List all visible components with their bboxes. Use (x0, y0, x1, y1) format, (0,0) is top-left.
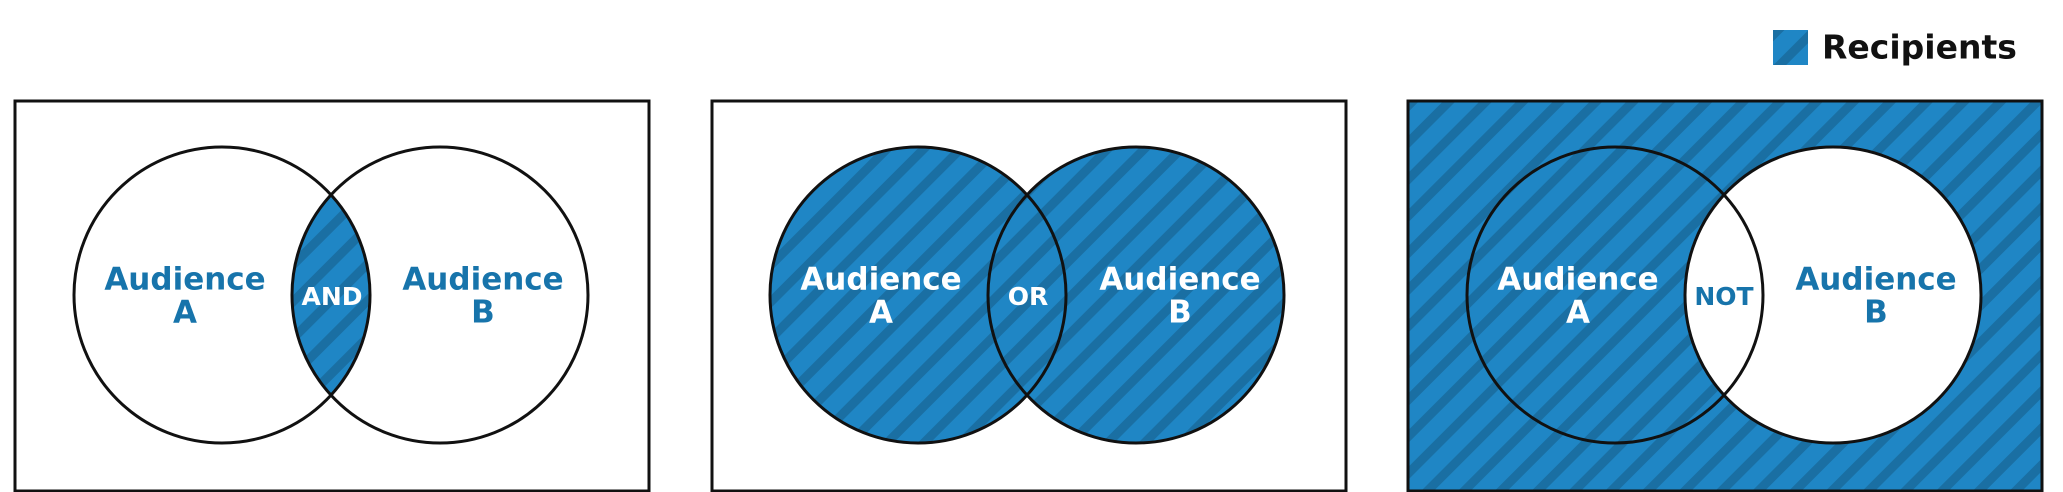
panel-and: Audience A AND Audience B (13, 99, 651, 492)
panel-frame (1406, 99, 2044, 492)
panel-frame (13, 99, 651, 492)
audience-b-label-line2: B (1168, 295, 1192, 331)
legend-label: Recipients (1822, 28, 2017, 67)
excluded-fill-b (1685, 147, 1981, 443)
panel-frame (710, 99, 1348, 492)
audience-b-label-line1: Audience (402, 262, 563, 298)
audience-a-label-line1: Audience (800, 262, 961, 298)
audience-b-label-line2: B (471, 295, 495, 331)
audience-b-label-line1: Audience (1099, 262, 1260, 298)
audience-a-label-line2: A (869, 295, 893, 331)
circle-audience-b (986, 145, 1286, 445)
circle-audience-a (72, 145, 372, 445)
audience-a-label-line2: A (173, 295, 197, 331)
circle-audience-a (1465, 145, 1765, 445)
union-fill-a (770, 147, 1066, 443)
panel-not: Audience A NOT Audience B (1406, 99, 2044, 492)
audience-a-label-line1: Audience (1497, 262, 1658, 298)
circle-audience-b (1683, 145, 1983, 445)
circle-audience-b (290, 145, 590, 445)
circle-audience-a (768, 145, 1068, 445)
audience-b-label-line1: Audience (1795, 262, 1956, 298)
audience-b-label-line2: B (1864, 295, 1888, 331)
union-fill-b (988, 147, 1284, 443)
hatched-swatch-icon (1773, 30, 1808, 65)
audience-a-label-line2: A (1566, 295, 1590, 331)
legend: Recipients (1773, 28, 2017, 67)
audience-a-label-line1: Audience (104, 262, 265, 298)
operator-label: AND (301, 282, 362, 311)
operator-label: NOT (1694, 282, 1753, 311)
operator-label: OR (1008, 282, 1049, 311)
panel-or: Audience A OR Audience B (710, 99, 1348, 492)
